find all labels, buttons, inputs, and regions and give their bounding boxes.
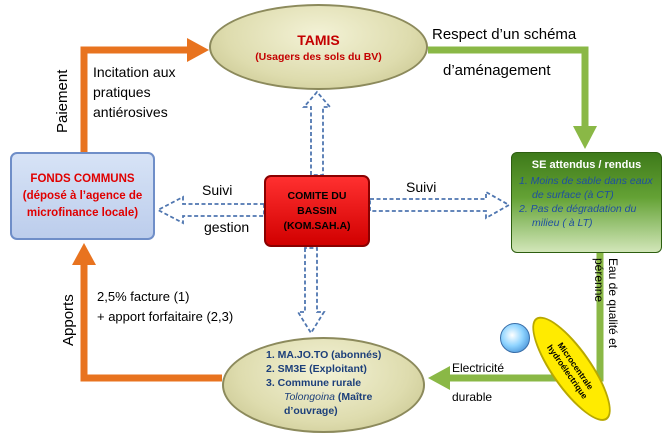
- label-apports: Apports: [60, 294, 77, 346]
- arrow-apports: [80, 263, 222, 382]
- lightbulb-icon: [500, 323, 530, 353]
- comite-line2: BASSIN: [297, 204, 337, 217]
- fonds-line3: microfinance locale): [26, 206, 139, 219]
- usagers-maitre: (Maître: [337, 391, 373, 403]
- label-incitation-1: Incitation aux: [93, 64, 176, 80]
- label-incitation-3: antiérosives: [93, 104, 168, 120]
- tamis-subtitle: (Usagers des sols du BV): [255, 50, 382, 63]
- fonds-line2: (déposé à l’agence de: [22, 189, 143, 202]
- se-item-1: 1. Moins de sable dans eaux de surface (…: [519, 175, 653, 201]
- label-incitation-2: pratiques: [93, 84, 151, 100]
- usagers-item-2: 2. SM3E (Exploitant): [266, 363, 367, 375]
- tamis-node: TAMIS (Usagers des sols du BV): [209, 4, 428, 90]
- label-respect-1: Respect d’un schéma: [432, 26, 577, 43]
- comite-line3: (KOM.SAH.A): [283, 219, 351, 232]
- se-item-2: 2. Pas de dégradation du milieu ( à LT): [519, 203, 637, 229]
- dashed-arrow-up: [302, 90, 332, 176]
- dashed-arrow-left: [156, 195, 265, 225]
- label-gestion: gestion: [204, 219, 250, 235]
- se-title: SE attendus / rendus: [531, 159, 642, 171]
- tamis-title: TAMIS: [297, 31, 340, 48]
- label-electricite: Electricité: [452, 361, 505, 375]
- comite-bassin-node: COMITE DU BASSIN (KOM.SAH.A): [264, 175, 370, 247]
- label-suivi-right: Suivi: [406, 179, 437, 195]
- dashed-arrow-down: [296, 247, 326, 335]
- arrow-paiement-head: [187, 38, 209, 62]
- arrow-respect: [428, 46, 589, 128]
- usagers-node: 1. MA.JO.TO (abonnés) 2. SM3E (Exploitan…: [222, 337, 425, 433]
- se-node: SE attendus / rendus 1. Moins de sable d…: [511, 152, 662, 253]
- dashed-arrow-right: [369, 190, 511, 220]
- label-facture-1: 2,5% facture (1): [97, 289, 190, 304]
- label-respect-2: d’aménagement: [443, 62, 551, 79]
- usagers-ouvrage: d’ouvrage): [284, 405, 338, 417]
- arrow-paiement: [80, 46, 190, 152]
- label-eau-2: pérenne: [592, 258, 606, 303]
- usagers-tolongoina: Tolongoina: [284, 391, 335, 403]
- label-paiement: Paiement: [54, 69, 71, 133]
- usagers-tolongoina-line: Tolongoina (Maître: [284, 391, 372, 404]
- usagers-item-3: 3. Commune rurale: [266, 377, 362, 389]
- fonds-communs-node: FONDS COMMUNS (déposé à l’agence de micr…: [10, 152, 155, 240]
- arrow-respect-head: [573, 126, 597, 149]
- label-eau-1: Eau de qualité et: [606, 258, 620, 349]
- usagers-item-1: 1. MA.JO.TO (abonnés): [266, 349, 382, 361]
- arrow-apports-head: [72, 243, 96, 265]
- arrow-eau-head: [428, 366, 450, 390]
- label-suivi-left: Suivi: [202, 182, 233, 198]
- fonds-line1: FONDS COMMUNS: [30, 172, 135, 185]
- label-facture-2: + apport forfaitaire (2,3): [97, 309, 234, 324]
- label-durable: durable: [452, 390, 493, 404]
- comite-line1: COMITE DU: [287, 189, 347, 202]
